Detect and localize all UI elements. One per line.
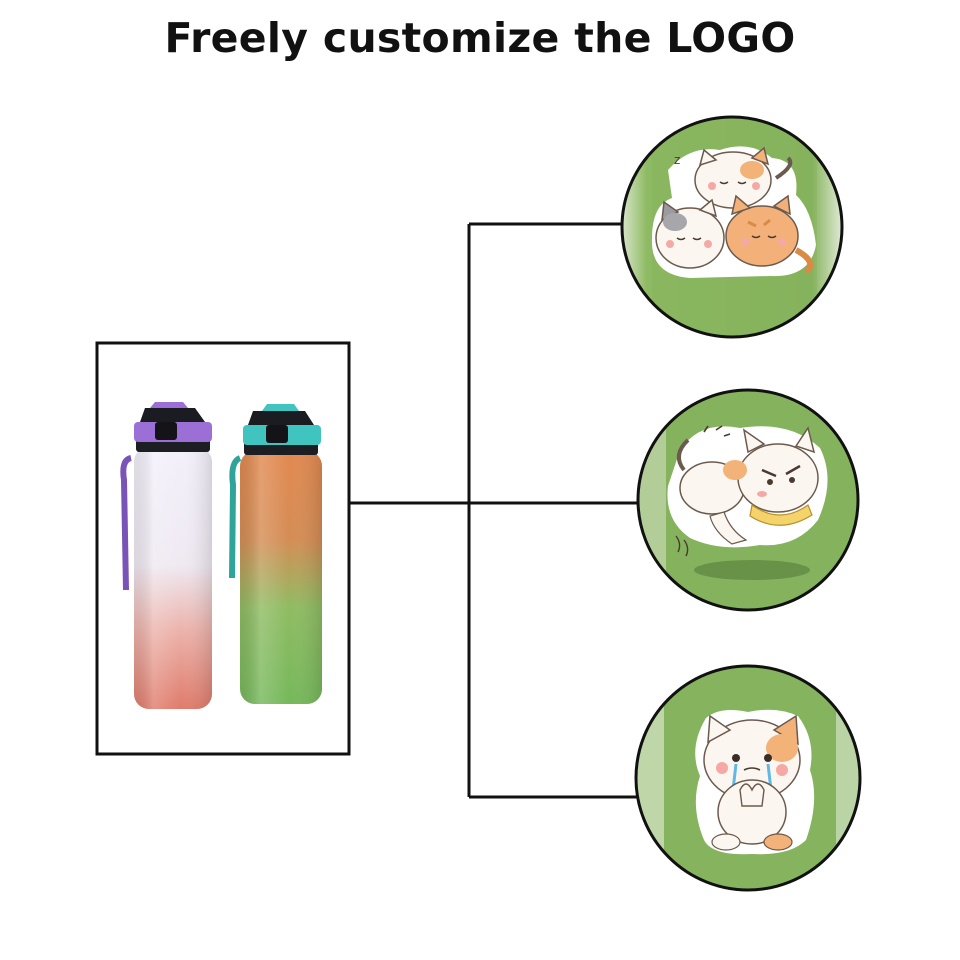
three-sleeping-cats-sticker: z [651,146,816,278]
callout-circle-2 [636,388,860,612]
paws [739,783,765,807]
sticker-shadow [694,560,810,580]
bottle-orange-green [229,404,322,704]
callout-circle-1: z [620,115,844,339]
crying-cat-sticker [695,709,815,855]
bottle-purple-pink [120,402,212,709]
connector-lines [349,222,640,799]
strap-teal [229,455,242,579]
headline: Freely customize the LOGO [164,14,796,62]
svg-text:z: z [674,153,680,167]
callout-circle-3 [634,664,862,892]
grumpy-cat-with-scarf-sticker [667,425,828,557]
scarf [749,503,813,526]
strap-purple [120,455,132,591]
